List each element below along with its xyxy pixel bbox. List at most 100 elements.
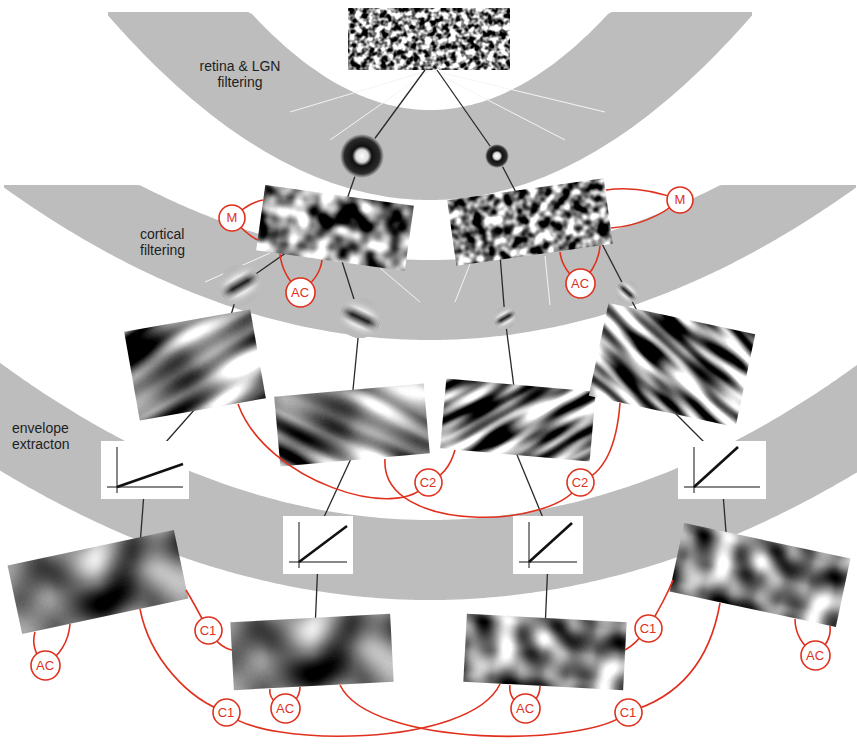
- stat-ring: [667, 187, 693, 213]
- cortical-response-image: [274, 384, 430, 467]
- stage-label: retina & LGN filtering: [188, 58, 292, 90]
- response-curve: [694, 447, 738, 487]
- stat-ring: [31, 651, 60, 680]
- envelope-image: [670, 523, 851, 627]
- stat-ring: [219, 205, 245, 231]
- stat-circle: AC: [270, 693, 301, 724]
- stat-ring: [415, 469, 442, 496]
- blur-image: [463, 614, 626, 690]
- stat-label: C1: [212, 698, 241, 727]
- band-shape: [4, 185, 856, 340]
- gabor-filter: [340, 298, 380, 338]
- fan-line: [430, 70, 605, 112]
- stripe-image: [440, 379, 596, 462]
- stat-label: AC: [800, 640, 831, 671]
- stat-circle: C1: [194, 616, 223, 645]
- stage-label: envelope extracton: [12, 420, 78, 452]
- blur-image: [670, 523, 851, 627]
- signal-line: [505, 318, 515, 395]
- stat-label: AC: [510, 693, 541, 724]
- stat-circle: C2: [566, 468, 595, 497]
- dog-filter: [485, 144, 509, 168]
- dog-filter: [340, 134, 384, 178]
- stat-ring: [801, 641, 830, 670]
- response-curve: [299, 526, 347, 562]
- envelope-image: [230, 614, 393, 690]
- stat-circle: C2: [414, 468, 443, 497]
- stat-circle: AC: [285, 277, 316, 308]
- blur-image: [8, 530, 189, 634]
- stat-ring: [213, 699, 240, 726]
- nonlinearity-box: [101, 441, 189, 499]
- signal-line: [437, 70, 497, 156]
- stat-circle: AC: [800, 640, 831, 671]
- stat-label: M: [218, 204, 246, 232]
- stat-circle: C1: [212, 698, 241, 727]
- nonlinearity-box: [283, 516, 353, 574]
- fan-line: [380, 268, 420, 302]
- stat-link: [140, 609, 226, 712]
- filter-vignette: [616, 281, 638, 303]
- fan-line: [430, 70, 565, 140]
- nonlinearity-box: [513, 516, 583, 574]
- filter-vignette: [494, 307, 516, 329]
- filter-vignette: [220, 265, 260, 305]
- fan-line: [545, 256, 550, 305]
- gabor-filters: [220, 265, 638, 338]
- stripe-image: [274, 384, 430, 467]
- stat-label: C1: [194, 616, 223, 645]
- art-part: [589, 303, 755, 427]
- axis-line: [289, 562, 347, 563]
- stat-ring: [511, 694, 540, 723]
- stat-circle: M: [666, 186, 694, 214]
- stat-label: AC: [30, 650, 61, 681]
- stat-circle: M: [218, 204, 246, 232]
- stat-circle: AC: [510, 693, 541, 724]
- art-part: [440, 379, 596, 462]
- fan-line: [455, 264, 470, 302]
- lgn-response-image: [447, 178, 613, 265]
- stat-label: C2: [566, 468, 595, 497]
- stat-circle: C1: [614, 698, 643, 727]
- stripe-image: [589, 303, 755, 427]
- cortical-response-image: [124, 310, 266, 421]
- axis-line: [519, 562, 577, 563]
- stat-ring: [195, 617, 222, 644]
- envelope-image: [8, 530, 189, 634]
- stat-ring: [615, 699, 642, 726]
- art-part: [124, 310, 266, 421]
- stat-label: C2: [414, 468, 443, 497]
- stage-label: cortical filtering: [140, 226, 210, 258]
- statistic-links: [34, 189, 830, 737]
- stat-label: AC: [270, 693, 301, 724]
- stripe-image: [124, 310, 266, 421]
- nonlinearity-boxes: [101, 441, 766, 574]
- stat-link: [238, 404, 428, 499]
- blur-image: [230, 614, 393, 690]
- cortical-response-image: [589, 303, 755, 427]
- noise-image: [447, 178, 613, 265]
- stat-label: C1: [634, 614, 663, 643]
- stat-ring: [271, 694, 300, 723]
- stat-ring: [566, 269, 595, 298]
- stat-ring: [286, 278, 315, 307]
- filter-vignette: [340, 298, 380, 338]
- stat-label: M: [666, 186, 694, 214]
- fan-line: [330, 70, 430, 140]
- art-part: [274, 384, 430, 467]
- stat-label: AC: [285, 277, 316, 308]
- gabor-filter: [494, 307, 516, 329]
- stat-link: [628, 603, 720, 712]
- stat-label: C1: [614, 698, 643, 727]
- cortical-response-image: [440, 379, 596, 462]
- gabor-filter: [616, 281, 638, 303]
- nonlinearity-box: [678, 441, 766, 499]
